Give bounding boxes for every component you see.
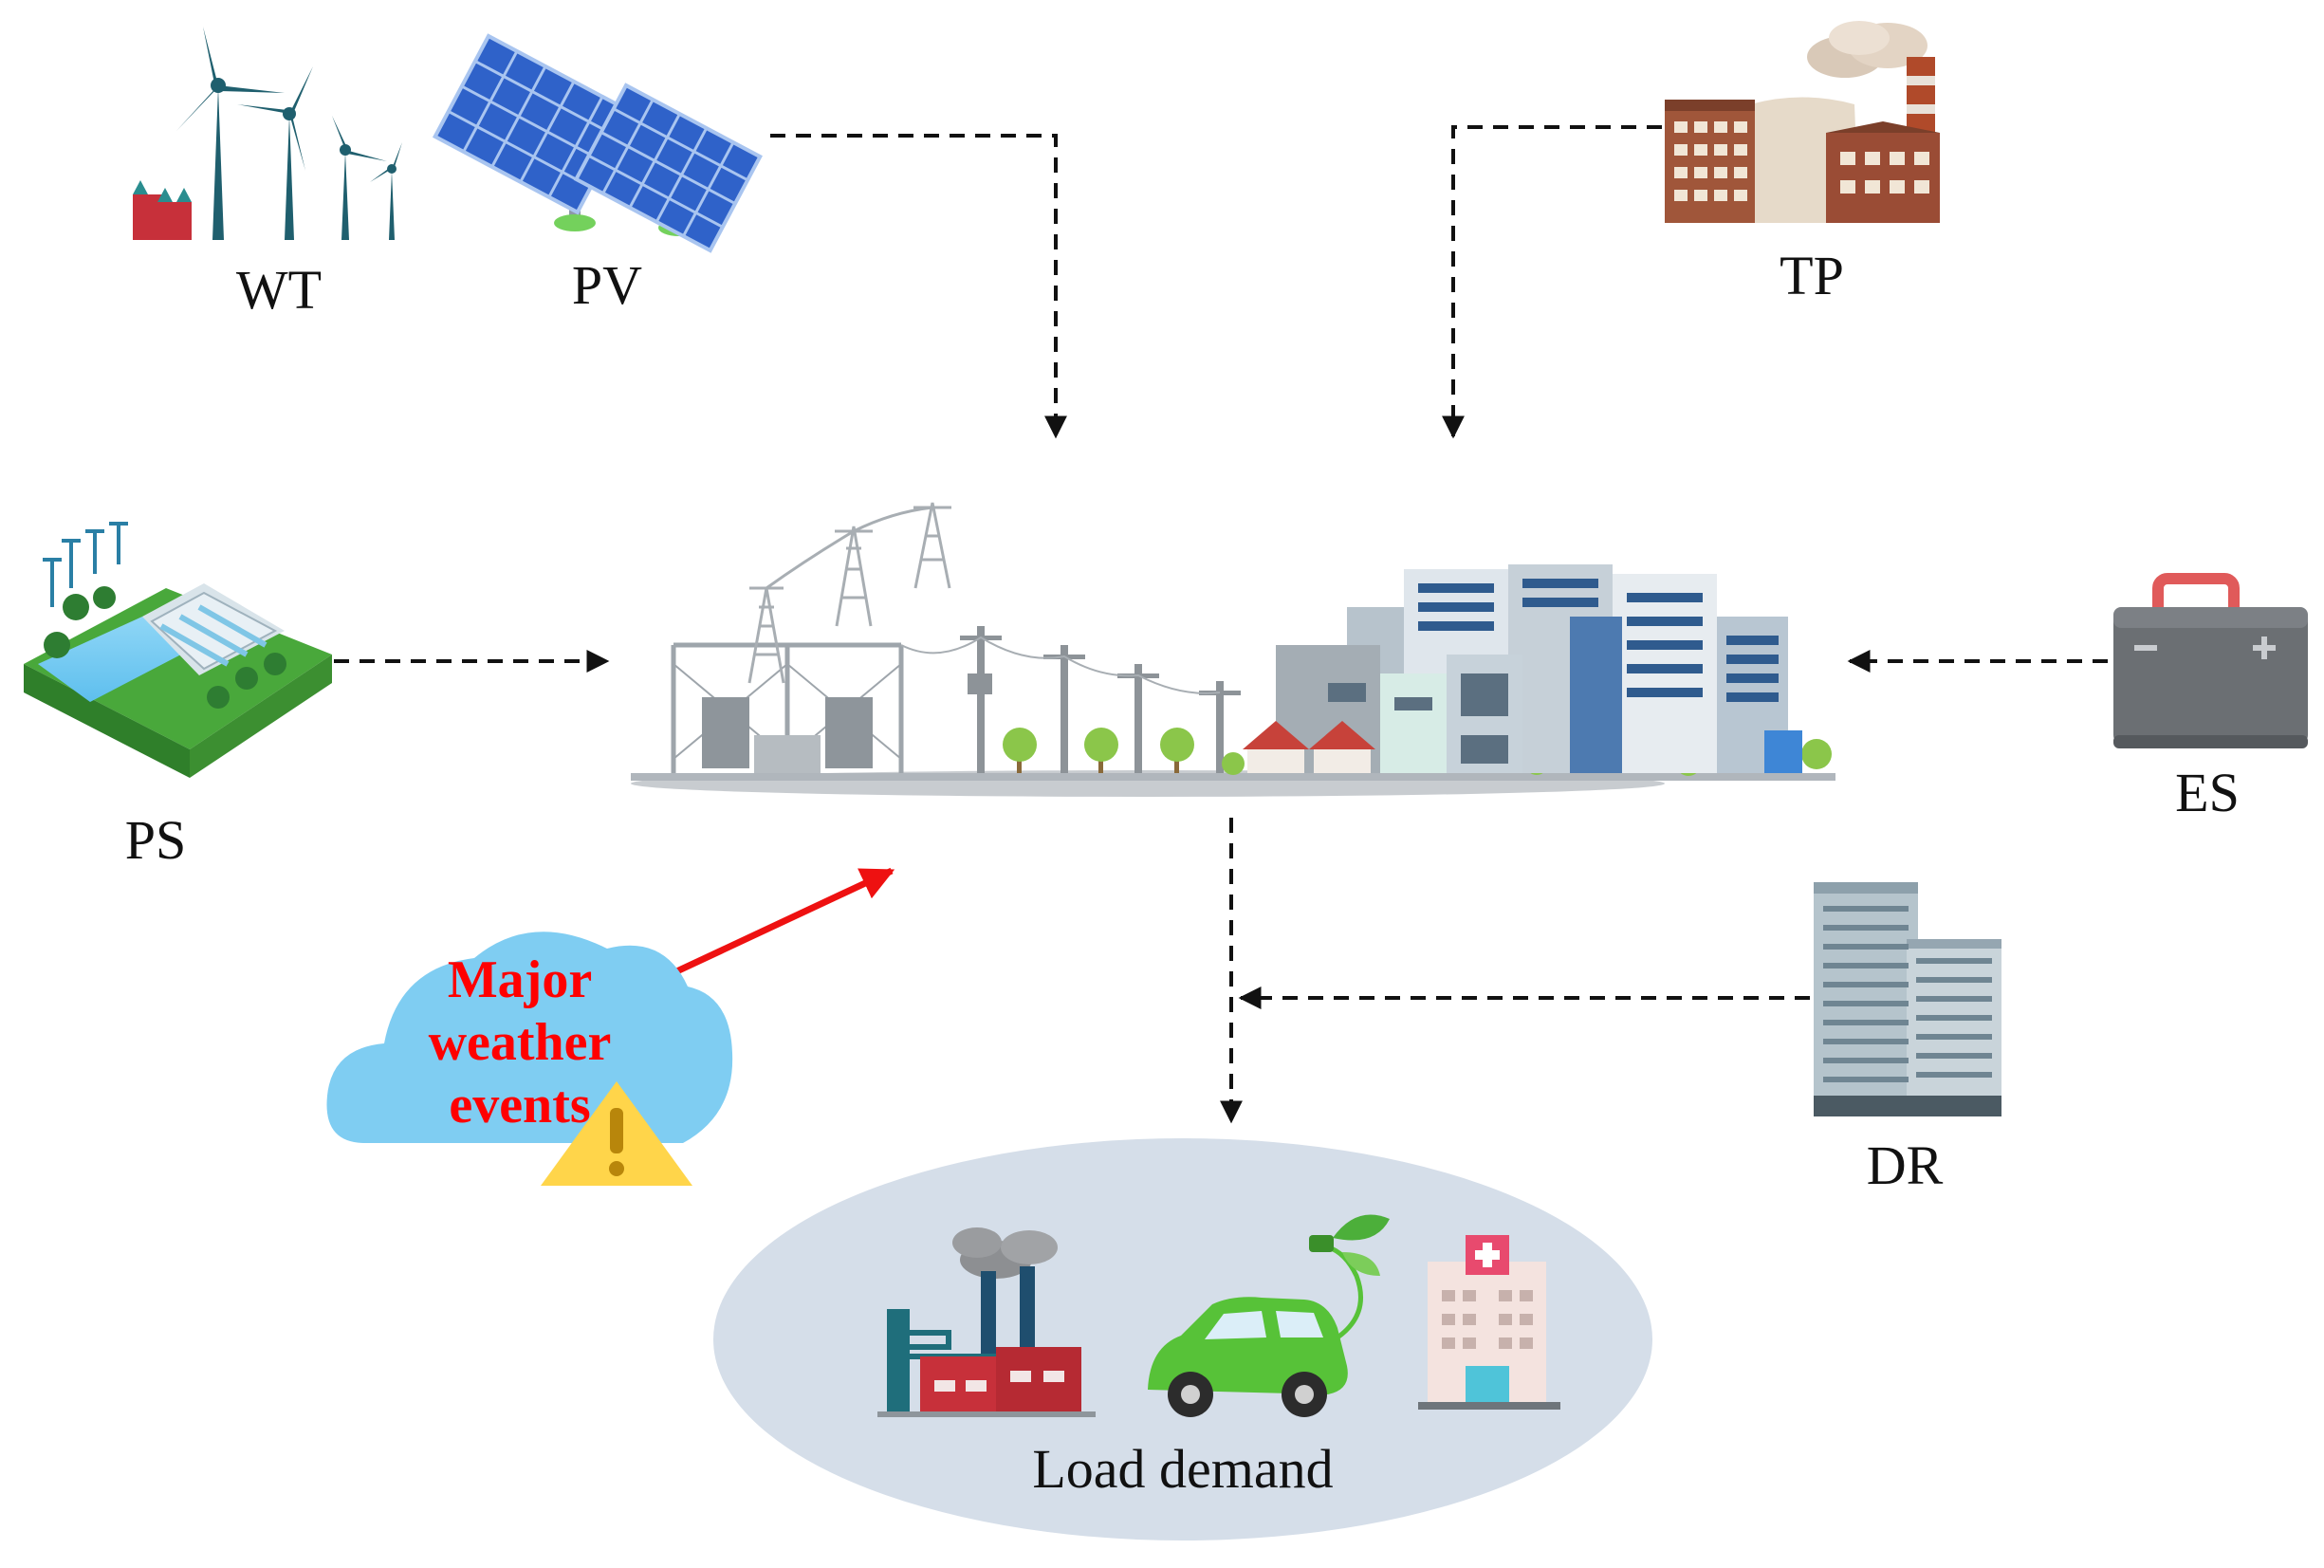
weather-line-1: Major	[447, 950, 593, 1009]
weather-line-2: weather	[428, 1013, 612, 1072]
hospital-icon	[1418, 1235, 1560, 1410]
factory-icon	[877, 1227, 1096, 1417]
cloud-icon	[326, 932, 733, 1143]
hydro-station-icon	[24, 522, 332, 778]
es-label: ES	[2175, 762, 2240, 823]
ps-label: PS	[125, 809, 187, 871]
load-demand-label: Load demand	[1032, 1438, 1333, 1500]
wt-label: WT	[236, 259, 322, 321]
arrow-weather-to-grid	[653, 867, 895, 986]
arrow-pv-to-grid	[770, 134, 1067, 439]
battery-icon	[2113, 573, 2308, 748]
office-tower-icon	[1814, 882, 2001, 1116]
dr-label: DR	[1867, 1134, 1944, 1196]
flow-arrows	[334, 125, 2108, 1124]
warning-icon	[541, 1081, 692, 1186]
weather-line-3: events	[449, 1076, 591, 1134]
solar-panel-icon	[432, 33, 763, 253]
thermal-plant-icon	[1665, 21, 1940, 223]
pv-label: PV	[572, 254, 642, 316]
electric-car-icon	[1148, 1214, 1390, 1417]
arrow-tp-to-grid	[1442, 125, 1662, 439]
tp-label: TP	[1780, 245, 1844, 306]
weather-events-label: Major weather events	[321, 949, 719, 1136]
power-grid-city-scene	[631, 502, 1835, 797]
wind-turbine-icon	[133, 27, 402, 240]
